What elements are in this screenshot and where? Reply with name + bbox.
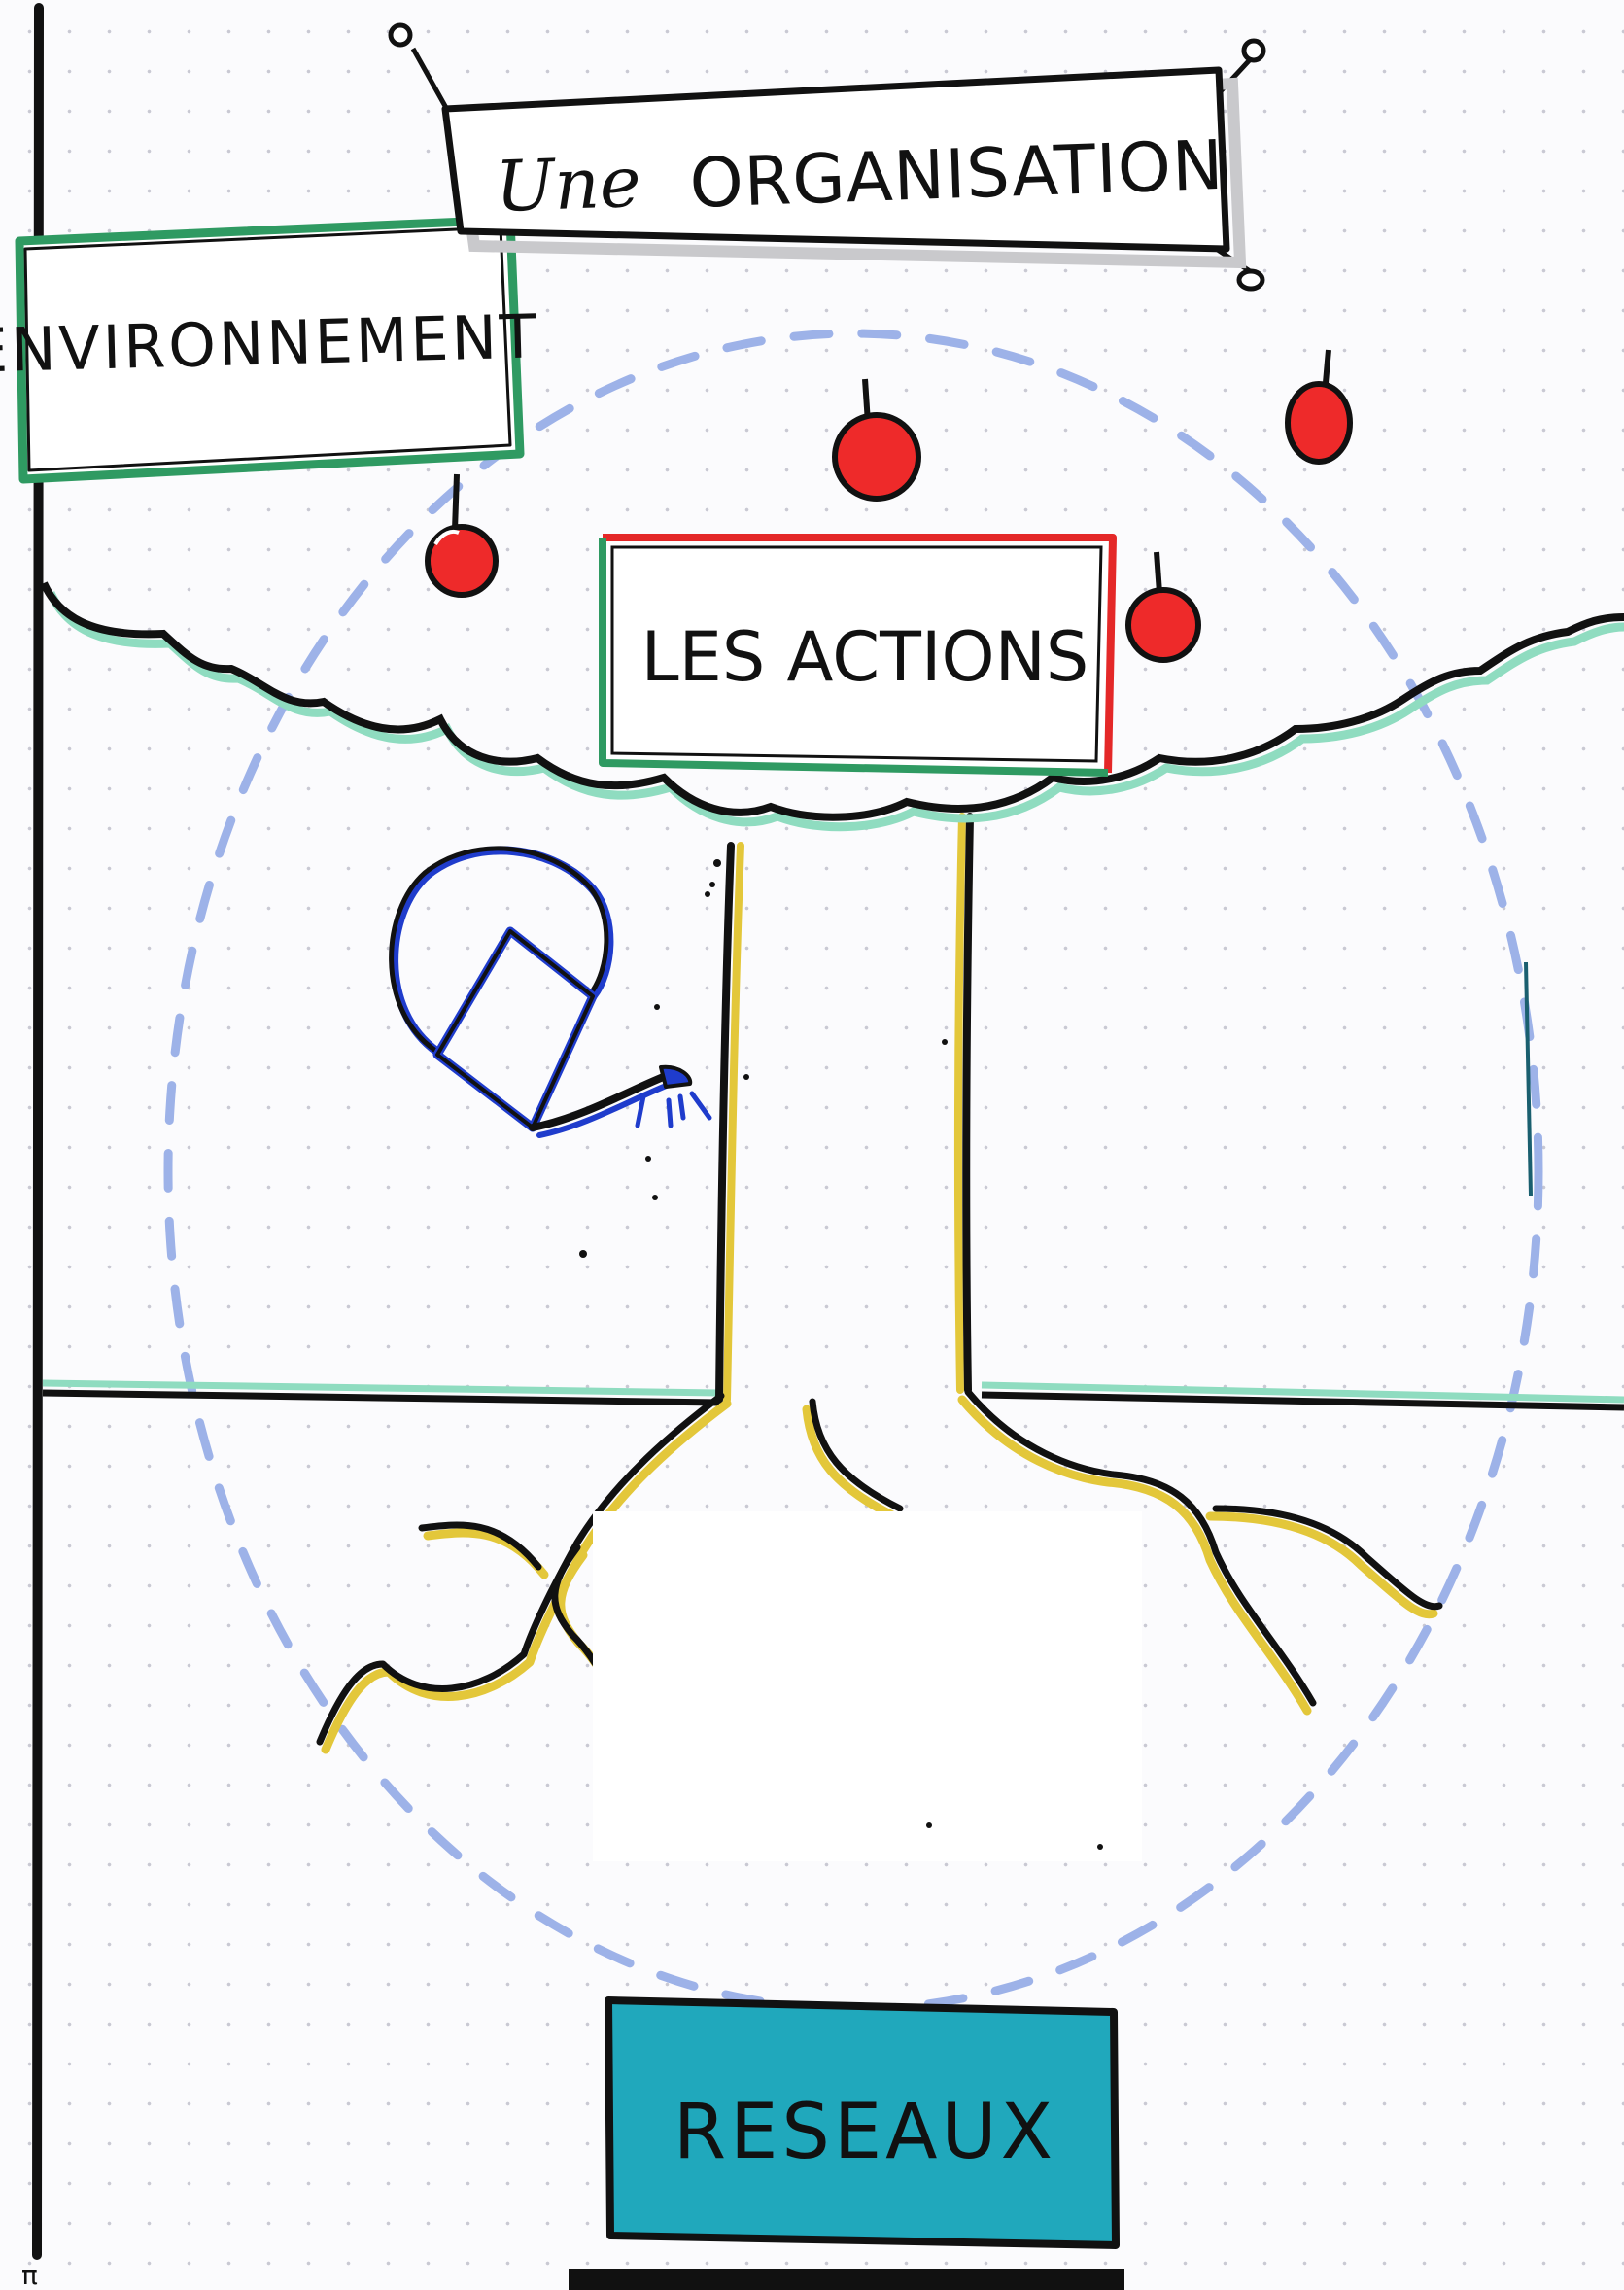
networks-box: RESEAUX: [605, 1996, 1120, 2249]
actions-sign: LES ACTIONS: [599, 534, 1117, 777]
actions-label: LES ACTIONS: [641, 617, 1089, 697]
corner-mark: π: [21, 2259, 38, 2290]
tree-trunk: [715, 813, 974, 1404]
tree-foliage-cloud: [40, 581, 1624, 832]
apple-icon: [1285, 349, 1353, 465]
apple-icon: [425, 473, 499, 598]
ground-line: [42, 1379, 1624, 1411]
apple-icon: [1125, 551, 1201, 663]
banner-prefix: Une: [494, 141, 642, 227]
banner-title: ORGANISATION: [688, 125, 1225, 224]
bottom-edge-band: [569, 2269, 1124, 2290]
environment-sign: ENVIRONNEMENT: [0, 215, 540, 484]
ink-specks: [579, 859, 1103, 1850]
title-banner: Une ORGANISATION: [388, 22, 1266, 292]
right-edge-mark: [1524, 961, 1533, 1197]
organisation-boundary-circle: [163, 329, 1543, 2014]
environment-label: ENVIRONNEMENT: [0, 300, 540, 386]
watering-can-icon: [389, 846, 712, 1138]
networks-label: RESEAUX: [674, 2089, 1056, 2176]
apple-icon: [832, 378, 921, 502]
blank-root-area: [593, 1511, 1142, 1861]
